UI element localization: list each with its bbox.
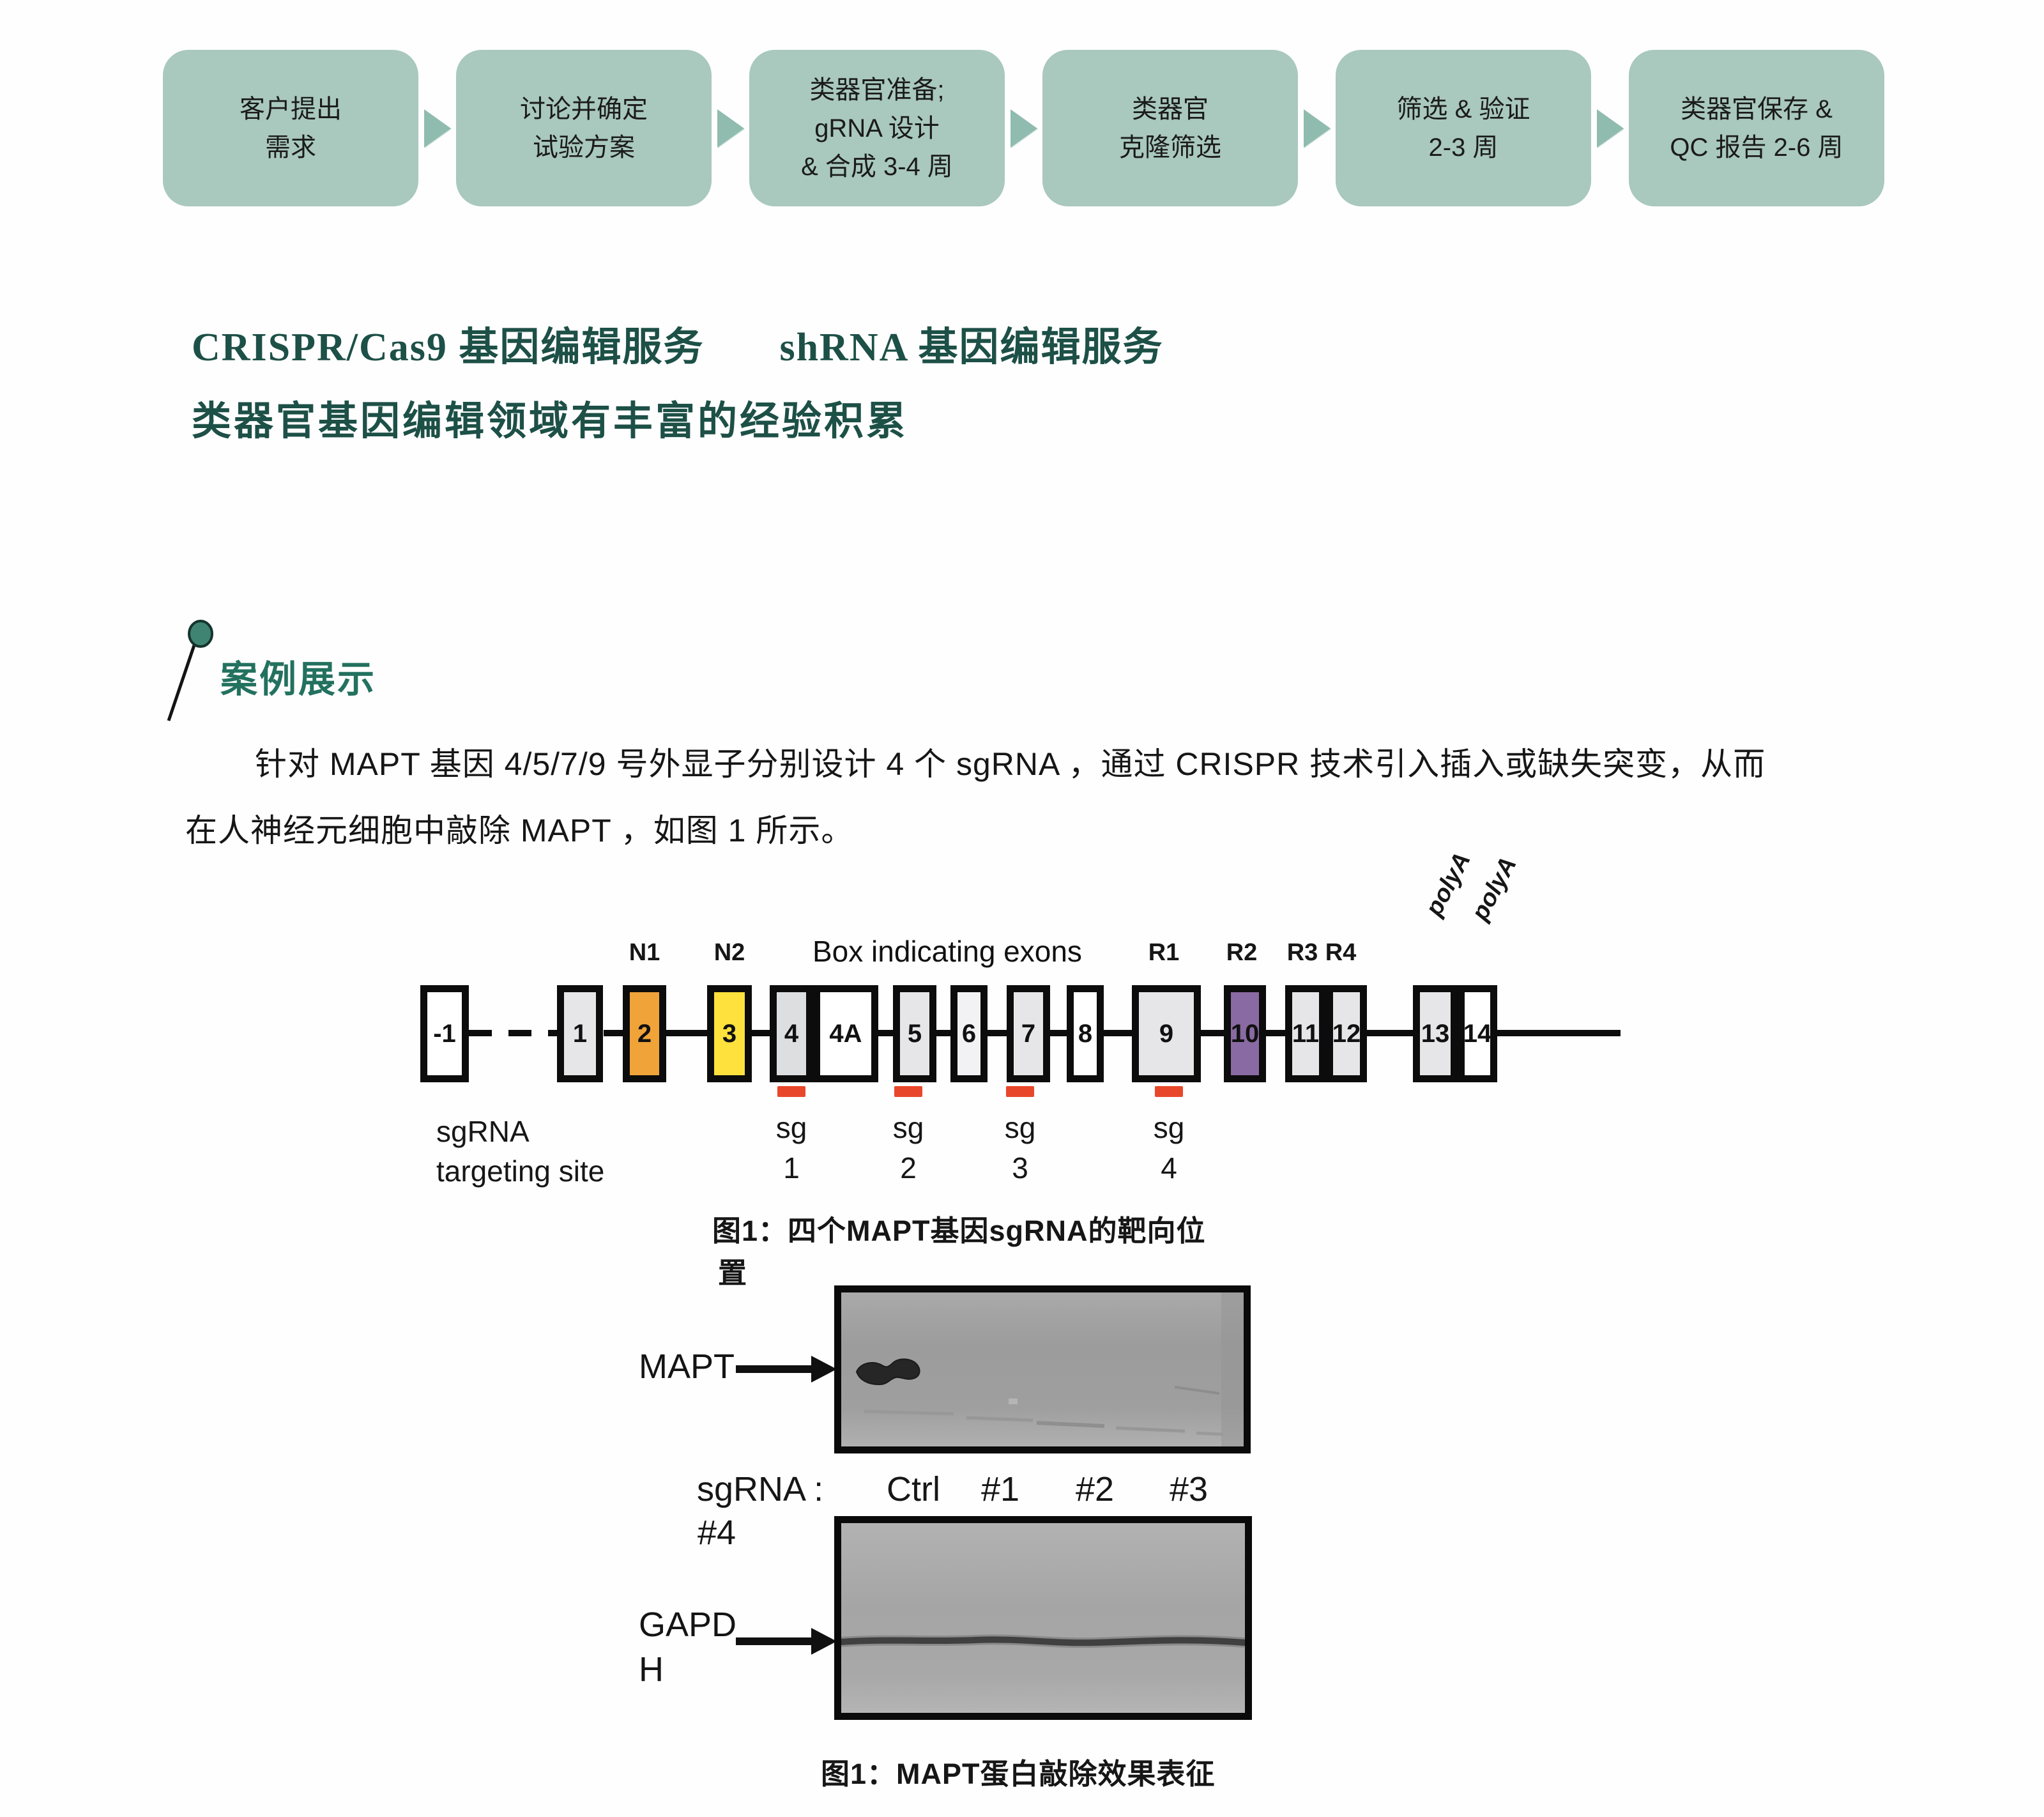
intron-line bbox=[752, 1030, 770, 1036]
flow-step-6: 类器官保存 & QC 报告 2-6 周 bbox=[1629, 50, 1884, 206]
flow-step-1-line: 需求 bbox=[265, 133, 316, 162]
flow-arrow-icon bbox=[1005, 109, 1042, 148]
service-title-crispr: CRISPR/Cas9 基因编辑服务 bbox=[192, 326, 705, 369]
exon-box-9: 9 bbox=[1132, 985, 1201, 1082]
exon-box-note: Box indicating exons bbox=[812, 935, 1082, 968]
gapdh-western-blot-image bbox=[834, 1516, 1252, 1720]
case-section-title: 案例展示 bbox=[220, 659, 377, 700]
exon-box-14: 14 bbox=[1458, 985, 1497, 1082]
intron-line bbox=[988, 1030, 1007, 1036]
sgrna-targeting-site-label: sgRNA targeting site bbox=[436, 1115, 605, 1188]
case-paragraph-line1: 针对 MAPT 基因 4/5/7/9 号外显子分别设计 4 个 sgRNA ，通… bbox=[255, 746, 1766, 782]
mapt-band-ctrl bbox=[855, 1358, 920, 1386]
flow-step-4-line: 克隆筛选 bbox=[1119, 133, 1221, 162]
flow-arrow-icon bbox=[418, 109, 456, 148]
flow-step-3-line: 类器官准备; bbox=[809, 75, 945, 104]
flow-step-4: 类器官克隆筛选 bbox=[1042, 50, 1298, 206]
flow-arrow-icon bbox=[1298, 109, 1336, 148]
flow-step-1: 客户提出需求 bbox=[163, 50, 418, 206]
intron-line bbox=[878, 1030, 893, 1036]
flow-step-3-line: gRNA 设计 bbox=[814, 114, 940, 142]
sgrna-site-mark-2 bbox=[894, 1086, 922, 1097]
intron-line bbox=[1201, 1030, 1224, 1036]
exon-box-8: 8 bbox=[1067, 985, 1104, 1082]
exon-box-7: 7 bbox=[1007, 985, 1050, 1082]
intron-line bbox=[666, 1030, 707, 1036]
mapt-band-label: MAPT bbox=[639, 1347, 735, 1386]
pin-icon bbox=[167, 620, 213, 721]
exon-box-4: 4 bbox=[770, 985, 813, 1082]
lane-row-prefix: sgRNA : bbox=[697, 1470, 824, 1508]
intron-line bbox=[1497, 1030, 1621, 1036]
intron-line bbox=[1050, 1030, 1067, 1036]
lane-label-3: #3 bbox=[1169, 1470, 1209, 1508]
sgrna-site-mark-3 bbox=[1006, 1086, 1034, 1097]
intron-line bbox=[1266, 1030, 1285, 1036]
figure2-caption: 图1：MAPT蛋白敲除效果表征 bbox=[821, 1758, 1216, 1790]
flow-step-6-line: 类器官保存 & bbox=[1681, 95, 1833, 123]
mapt-arrow-icon bbox=[736, 1356, 837, 1383]
flow-step-1-line: 客户提出 bbox=[240, 95, 342, 123]
flow-step-2-line: 试验方案 bbox=[533, 133, 635, 162]
exon-box-11: 11 bbox=[1285, 985, 1326, 1082]
isoform-label-r3: R3 bbox=[1286, 939, 1318, 966]
isoform-label-n1: N1 bbox=[629, 939, 660, 966]
sgrna-site-mark-1 bbox=[777, 1086, 805, 1097]
exon-box-5: 5 bbox=[893, 985, 936, 1082]
exon-box--1: -1 bbox=[420, 985, 469, 1082]
exon-box-10: 10 bbox=[1224, 985, 1266, 1082]
mapt-blot-bands bbox=[855, 1292, 1244, 1446]
flow-step-5-line: 筛选 & 验证 bbox=[1396, 95, 1530, 123]
flow-arrow-icon bbox=[712, 109, 749, 148]
figure1-caption-line2: 置 bbox=[718, 1257, 747, 1289]
flow-step-4-line: 类器官 bbox=[1132, 95, 1209, 123]
exon-box-4A: 4A bbox=[813, 985, 878, 1082]
intron-line bbox=[604, 1030, 623, 1036]
intron-line bbox=[1104, 1030, 1132, 1036]
intron-line-dashed bbox=[469, 1030, 557, 1036]
lane-label-Ctrl: Ctrl bbox=[887, 1470, 940, 1508]
flow-step-3-line: & 合成 3-4 周 bbox=[801, 152, 953, 181]
flow-step-5: 筛选 & 验证 2-3 周 bbox=[1336, 50, 1591, 206]
exon-box-1: 1 bbox=[557, 985, 603, 1082]
gapdh-band-label-line1: GAPD bbox=[639, 1606, 737, 1644]
isoform-label-r1: R1 bbox=[1148, 939, 1180, 966]
lane-label-4: #4 bbox=[698, 1514, 736, 1552]
gapdh-blot-band bbox=[841, 1634, 1245, 1648]
gapdh-arrow-icon bbox=[736, 1628, 837, 1655]
flow-step-5-line: 2-3 周 bbox=[1428, 133, 1499, 162]
exon-box-12: 12 bbox=[1326, 985, 1367, 1082]
isoform-label-r4: R4 bbox=[1325, 939, 1357, 966]
mapt-western-blot-image bbox=[834, 1285, 1251, 1453]
isoform-label-n2: N2 bbox=[713, 939, 745, 966]
figure1-caption-line1: 图1：四个MAPT基因sgRNA的靶向位 bbox=[712, 1215, 1206, 1247]
exon-box-3: 3 bbox=[707, 985, 752, 1082]
flow-step-2: 讨论并确定试验方案 bbox=[456, 50, 712, 206]
lane-label-1: #1 bbox=[980, 1470, 1020, 1508]
workflow-flowchart: 客户提出需求讨论并确定试验方案类器官准备;gRNA 设计& 合成 3-4 周类器… bbox=[163, 50, 1884, 206]
exon-box-6: 6 bbox=[950, 985, 988, 1082]
case-paragraph-line2: 在人神经元细胞中敲除 MAPT ，如图 1 所示。 bbox=[185, 813, 854, 848]
exon-box-2: 2 bbox=[623, 985, 666, 1082]
service-subtitle: 类器官基因编辑领域有丰富的经验积累 bbox=[192, 400, 909, 443]
flow-step-6-line: QC 报告 2-6 周 bbox=[1670, 133, 1843, 162]
sgrna-site-mark-4 bbox=[1155, 1086, 1183, 1097]
intron-line bbox=[936, 1030, 950, 1036]
lane-label-row: sgRNA : Ctrl #1 #2 #3 bbox=[0, 1469, 2044, 1514]
flow-arrow-icon bbox=[1591, 109, 1629, 148]
service-title: CRISPR/Cas9 基因编辑服务 shRNA 基因编辑服务 bbox=[192, 314, 1163, 372]
intron-line bbox=[1367, 1030, 1413, 1036]
lane-label-2: #2 bbox=[1075, 1470, 1115, 1508]
flow-step-2-line: 讨论并确定 bbox=[520, 95, 648, 123]
isoform-label-r2: R2 bbox=[1226, 939, 1258, 966]
gapdh-band-label-line2: H bbox=[639, 1650, 664, 1689]
flow-step-3: 类器官准备; gRNA 设计 & 合成 3-4 周 bbox=[749, 50, 1005, 206]
exon-box-13: 13 bbox=[1413, 985, 1458, 1082]
service-title-shrna: shRNA 基因编辑服务 bbox=[779, 326, 1164, 369]
